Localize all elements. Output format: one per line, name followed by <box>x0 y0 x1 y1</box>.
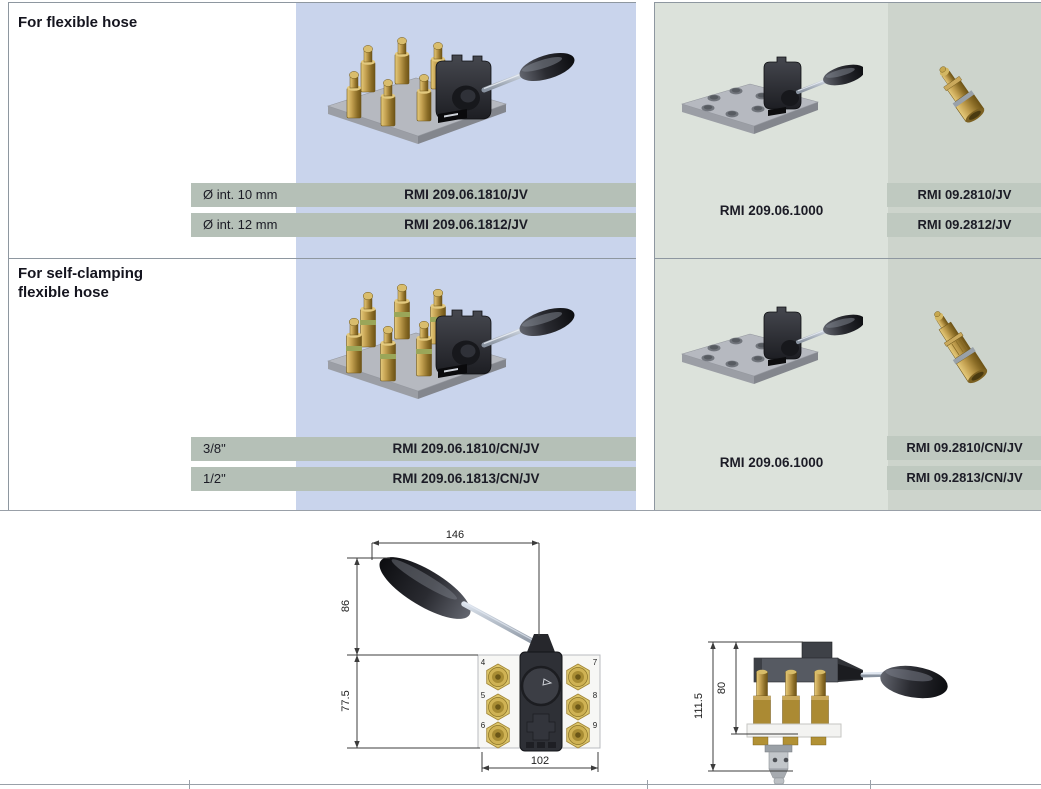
base-valve-photo <box>680 306 863 384</box>
port-number: 4 <box>481 658 486 667</box>
port-number: 8 <box>593 691 598 700</box>
port-number: 7 <box>593 658 598 667</box>
lever-handle <box>379 557 471 619</box>
port-number: 5 <box>481 691 486 700</box>
dim-height-lower-label: 77.5 <box>340 690 352 711</box>
column-tick <box>870 780 871 789</box>
section-divider-right <box>655 258 1041 259</box>
port-number: 9 <box>593 721 598 730</box>
row-part-number: RMI 209.06.1810/JV <box>404 187 528 202</box>
base-valve-part-number: RMI 209.06.1000 <box>719 455 824 470</box>
dim-height-total-label: 111.5 <box>693 693 705 719</box>
dim-width-bottom-label: 102 <box>531 755 549 767</box>
row-part-number: RMI 209.06.1810/CN/JV <box>392 441 540 456</box>
section-divider-left <box>9 258 636 259</box>
table-row: Ø int. 10 mm RMI 209.06.1810/JV <box>191 183 636 207</box>
valve-6port-flexible-hose-photo <box>327 36 575 144</box>
page-bottom-rule <box>0 784 1041 785</box>
table-row: Ø int. 12 mm RMI 209.06.1812/JV <box>191 213 636 237</box>
adapter-part-number: RMI 09.2813/CN/JV <box>887 466 1041 490</box>
section2-title: For self-clamping flexible hose <box>18 265 144 301</box>
lever-handle <box>519 52 575 82</box>
dim-height-upper-label: 86 <box>340 600 352 612</box>
dimension-arrows <box>354 540 598 771</box>
side-view-technical-drawing: 111.5 80 <box>693 641 948 785</box>
row-part-number: RMI 209.06.1812/JV <box>404 217 528 232</box>
dimension-lines <box>347 542 599 772</box>
table-bottom-rule <box>0 510 1041 511</box>
row-size-label: Ø int. 10 mm <box>203 187 278 202</box>
section1-title: For flexible hose <box>18 14 138 31</box>
adapter-part-number: RMI 09.2810/CN/JV <box>887 436 1041 460</box>
dim-height-body-label: 80 <box>716 682 728 694</box>
adapter-part-number: RMI 09.2810/JV <box>887 183 1041 207</box>
lever-handle <box>823 314 863 336</box>
brass-adapter-self-clamping-photo <box>934 311 988 384</box>
base-valve-part-number: RMI 209.06.1000 <box>719 203 824 218</box>
table-row: 1/2" RMI 209.06.1813/CN/JV <box>191 467 636 491</box>
brass-fittings <box>753 669 829 725</box>
row-size-label: 1/2" <box>203 471 226 486</box>
brass-adapter-photo <box>939 66 985 123</box>
lever-handle <box>823 64 863 86</box>
lever-handle <box>880 665 948 699</box>
adapter-part-number: RMI 09.2812/JV <box>887 213 1041 237</box>
column-tick <box>189 780 190 789</box>
lever-handle <box>519 307 575 337</box>
dimension-lines <box>708 641 803 772</box>
dimension-arrows <box>710 642 739 771</box>
table-row: 3/8" RMI 209.06.1810/CN/JV <box>191 437 636 461</box>
right-table-block: RMI 209.06.1000 RMI 209.06.1000 RMI 09.2… <box>654 2 1041 510</box>
row-part-number: RMI 209.06.1813/CN/JV <box>392 471 540 486</box>
row-size-label: Ø int. 12 mm <box>203 217 278 232</box>
row-size-label: 3/8" <box>203 441 226 456</box>
base-valve-photo <box>680 56 863 134</box>
port-number: 6 <box>481 721 486 730</box>
dim-width-top-label: 146 <box>446 529 464 541</box>
valve-6port-self-clamping-photo <box>327 283 575 399</box>
front-view-technical-drawing: 4 5 6 7 8 9 146 86 77.5 102 <box>340 529 601 772</box>
left-table-block: For flexible hose For self-clamping flex… <box>8 2 636 510</box>
column-tick <box>647 780 648 789</box>
